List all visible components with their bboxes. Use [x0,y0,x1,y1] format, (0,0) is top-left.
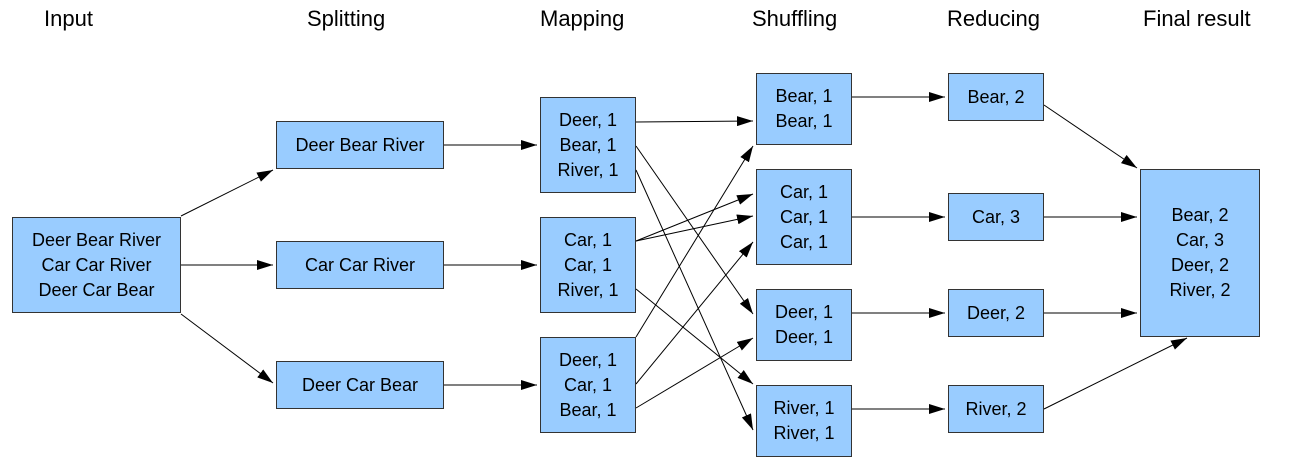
split-line: Deer Bear River [295,134,425,155]
reduce-box-bear: Bear, 2 [948,73,1044,121]
arrow-map-1-to-shuffle-river [635,169,754,431]
shuffle-pair: Bear, 1 [775,111,833,131]
shuffle-box-deer: Deer, 1 Deer, 1 [756,289,852,361]
input-line: Car Car River [41,254,152,275]
input-line: Deer Car Bear [38,279,155,300]
stage-title-splitting: Splitting [307,6,386,31]
arrow-map-2-to-shuffle-car-a [635,193,754,242]
shuffle-box-car: Car, 1 Car, 1 Car, 1 [756,169,852,265]
map-box-1: Deer, 1 Bear, 1 River, 1 [540,97,636,193]
shuffle-pair: Deer, 1 [774,327,834,347]
reduce-box-car: Car, 3 [948,193,1044,241]
stage-title-final: Final result [1143,6,1251,31]
split-box-1: Deer Bear River [276,121,444,169]
final-pair: River, 2 [1169,280,1231,300]
map-pair: River, 1 [557,279,619,300]
reduce-pair: Bear, 2 [967,86,1025,107]
arrow-input-to-split-3 [180,313,274,384]
map-pair: Bear, 1 [559,134,617,155]
map-pair: Bear, 1 [559,399,617,420]
arrow-map-2-to-shuffle-car-b [635,214,754,242]
arrow-map-3-to-shuffle-car [635,241,754,385]
map-pair: Car, 1 [563,374,613,395]
arrow-map-1-to-shuffle-bear [635,116,754,127]
stage-title-mapping: Mapping [540,6,625,31]
final-result-box: Bear, 2 Car, 3 Deer, 2 River, 2 [1140,169,1260,337]
reduce-box-river: River, 2 [948,385,1044,433]
arrow-map-3-to-shuffle-bear [635,145,754,338]
arrow-map-3-to-shuffle-deer [635,337,754,409]
shuffle-pair: River, 1 [773,423,835,443]
arrow-reduce-river-to-final [1043,337,1188,410]
shuffle-pair: Car, 1 [779,231,829,252]
map-pair: River, 1 [557,159,619,180]
split-line: Car Car River [304,254,415,275]
final-pair: Bear, 2 [1171,205,1229,225]
arrow-input-to-split-1 [180,169,274,217]
arrow-map-2-to-shuffle-river [635,288,754,385]
reduce-pair: River, 2 [965,398,1027,419]
input-line: Deer Bear River [31,229,162,250]
shuffle-pair: Car, 1 [779,206,829,227]
map-box-3: Deer, 1 Car, 1 Bear, 1 [540,337,636,433]
shuffle-pair: Car, 1 [779,181,829,202]
shuffle-pair: Bear, 1 [775,86,833,106]
arrow-reduce-bear-to-final [1043,104,1138,169]
map-box-2: Car, 1 Car, 1 River, 1 [540,217,636,313]
split-line: Deer Car Bear [301,374,419,395]
stage-title-reducing: Reducing [947,6,1040,31]
split-box-2: Car Car River [276,241,444,289]
final-pair: Deer, 2 [1170,255,1230,275]
stage-title-input: Input [44,6,93,31]
input-box: Deer Bear River Car Car River Deer Car B… [12,217,181,313]
shuffle-box-river: River, 1 River, 1 [756,385,852,457]
shuffle-pair: River, 1 [773,398,835,418]
final-pair: Car, 3 [1175,230,1225,250]
map-pair: Deer, 1 [558,109,618,130]
reduce-pair: Car, 3 [971,206,1021,227]
stage-title-shuffling: Shuffling [752,6,838,31]
shuffle-pair: Deer, 1 [774,302,834,322]
reduce-box-deer: Deer, 2 [948,289,1044,337]
map-pair: Car, 1 [563,254,613,275]
reduce-pair: Deer, 2 [966,302,1026,323]
shuffle-box-bear: Bear, 1 Bear, 1 [756,73,852,145]
arrow-map-1-to-shuffle-deer [635,145,754,315]
map-pair: Deer, 1 [558,349,618,370]
split-box-3: Deer Car Bear [276,361,444,409]
map-pair: Car, 1 [563,229,613,250]
